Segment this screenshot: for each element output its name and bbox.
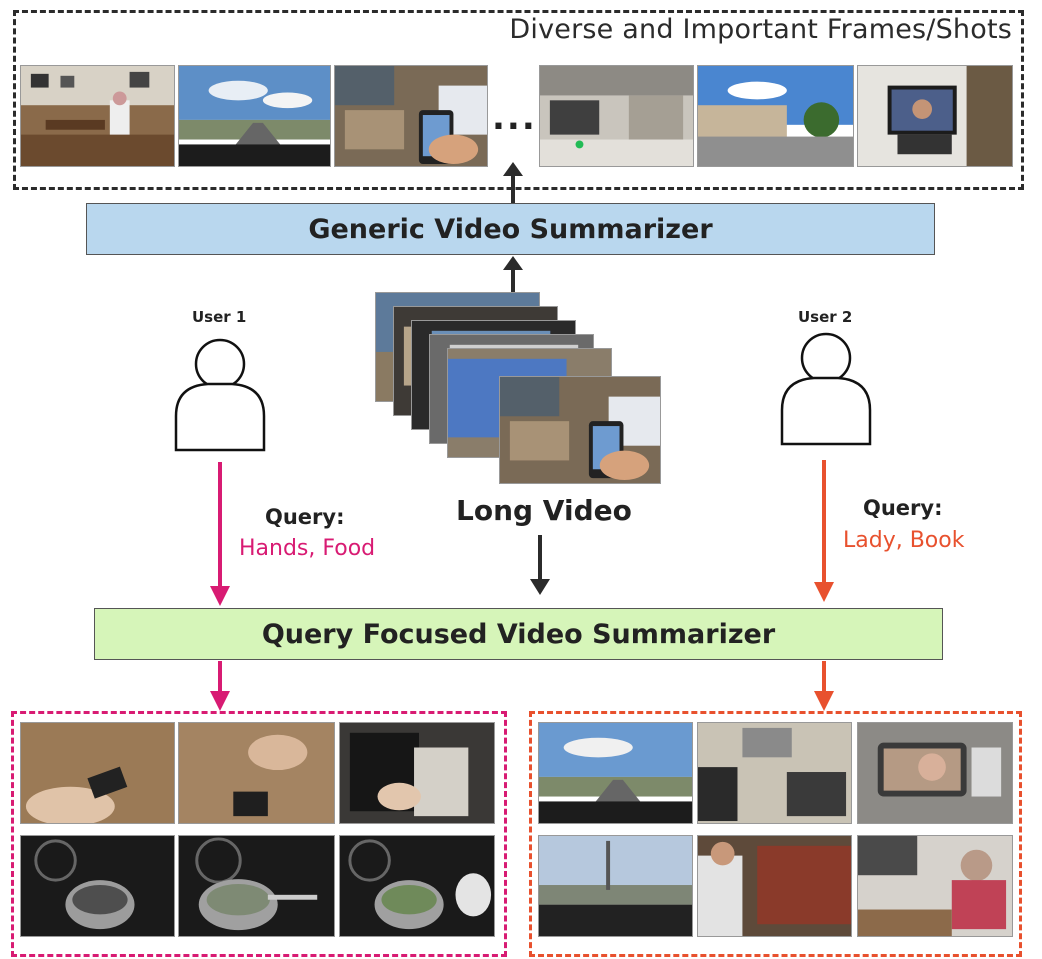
top-panel-title: Diverse and Important Frames/Shots — [509, 14, 1012, 45]
arrow-to-generic — [503, 256, 523, 294]
user2-frame-windshield — [538, 835, 693, 937]
user2-frame-lady-table — [857, 835, 1013, 937]
user1-label: User 1 — [192, 308, 247, 326]
top-summary-panel — [13, 10, 1024, 190]
user1-arrow-down — [210, 462, 230, 606]
user2-result-arrow — [814, 661, 834, 711]
long-video-stack — [375, 292, 665, 487]
top-frame-parking — [697, 65, 854, 167]
user2-arrow-down — [814, 460, 834, 602]
user1-frame-book — [339, 722, 495, 824]
user1-icon — [174, 338, 266, 452]
user2-frame-kitchen — [697, 722, 852, 824]
user1-query-label: Query: — [265, 505, 345, 529]
user2-frame-highway — [538, 722, 693, 824]
stack-frame-6 — [499, 376, 661, 484]
user1-frame-stove-herbs — [339, 835, 495, 937]
user1-result-arrow — [210, 661, 230, 711]
ellipsis: ... — [492, 98, 537, 138]
user1-query-text: Hands, Food — [239, 536, 376, 561]
user1-frame-phone-floor — [20, 722, 175, 824]
user1-frame-stove-pot — [20, 835, 175, 937]
user2-query-label: Query: — [863, 496, 943, 520]
user2-frame-grocery — [697, 835, 852, 937]
user1-summary-panel — [11, 711, 507, 957]
arrow-to-query-box — [530, 535, 550, 595]
user2-label: User 2 — [798, 308, 853, 326]
user1-frame-phone-hands — [178, 722, 335, 824]
user2-icon — [780, 332, 872, 446]
top-frame-tv — [857, 65, 1013, 167]
generic-video-summarizer: Generic Video Summarizer — [86, 203, 935, 255]
long-video-label: Long Video — [456, 494, 632, 527]
user2-frame-mirror — [857, 722, 1013, 824]
top-frame-highway — [178, 65, 331, 167]
user2-summary-panel — [529, 711, 1022, 957]
top-frame-phone — [334, 65, 488, 167]
top-frame-cafe — [20, 65, 175, 167]
user1-frame-stove-spoon — [178, 835, 335, 937]
user2-query-text: Lady, Book — [843, 528, 965, 553]
arrow-to-top-panel — [503, 162, 523, 204]
query-focused-video-summarizer: Query Focused Video Summarizer — [94, 608, 943, 660]
top-frame-mall — [539, 65, 694, 167]
